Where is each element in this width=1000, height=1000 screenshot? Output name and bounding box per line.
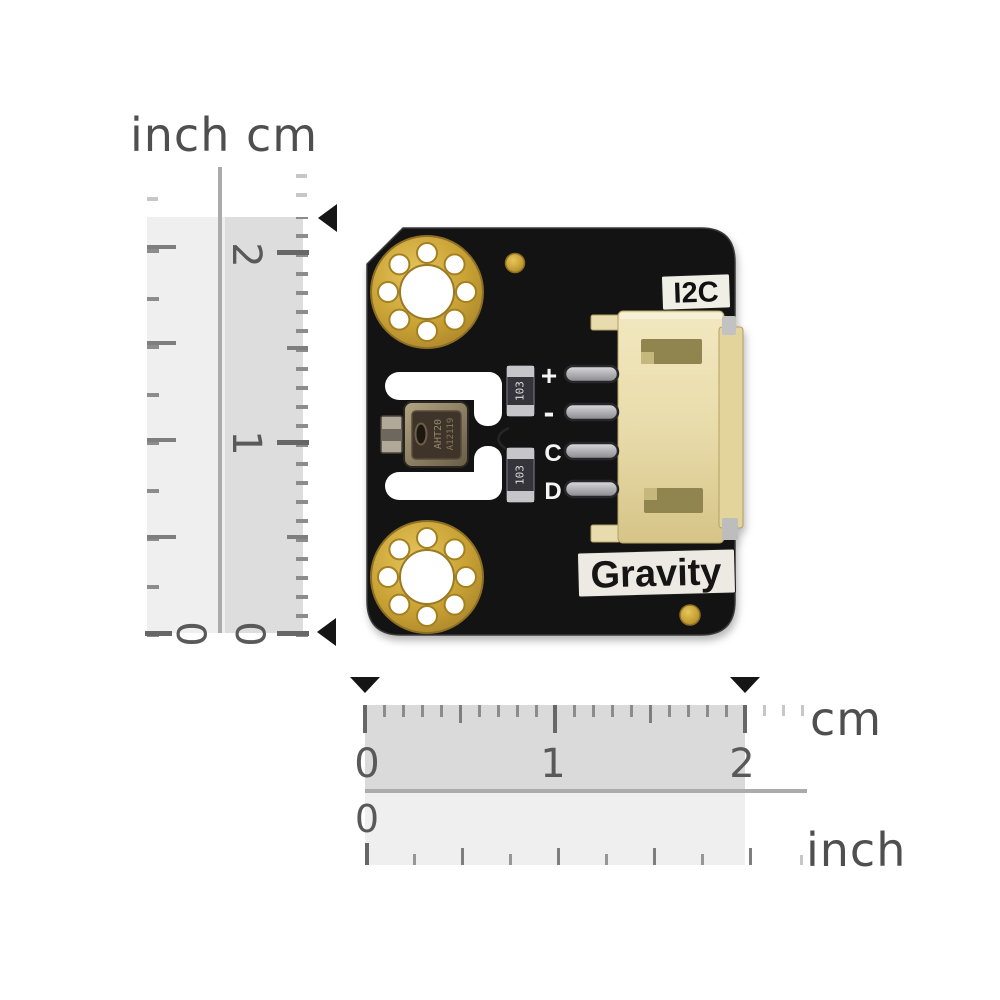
mounting-hole-bottom-left bbox=[370, 520, 484, 634]
tick bbox=[147, 245, 176, 249]
resistor-2-code: 103 bbox=[514, 465, 527, 485]
vertical-inch-mark-0: 0 bbox=[167, 621, 213, 647]
resistor-1-code: 103 bbox=[514, 381, 527, 401]
tick bbox=[277, 250, 309, 255]
horizontal-ruler-cm-unit: cm bbox=[810, 692, 883, 746]
tick bbox=[743, 705, 747, 733]
chip-marking-line1: AHT20 bbox=[433, 419, 444, 449]
tick bbox=[296, 193, 307, 197]
horizontal-cm-mark-1: 1 bbox=[540, 741, 566, 787]
vertical-ruler-inch-band bbox=[147, 217, 225, 633]
connector-slot-top bbox=[641, 339, 702, 364]
vertical-cm-mark-1: 1 bbox=[223, 430, 269, 456]
sensor-board: AHT20 A12119 103 103 bbox=[366, 227, 744, 636]
gravity-label: Gravity bbox=[577, 548, 736, 598]
pin-label-c: C bbox=[544, 440, 561, 467]
tick bbox=[277, 440, 309, 445]
capacitor bbox=[380, 415, 403, 454]
resistor-1: 103 bbox=[506, 365, 535, 417]
tick bbox=[800, 855, 803, 865]
tick bbox=[287, 535, 308, 539]
tick bbox=[277, 631, 309, 636]
board-left-marker-icon bbox=[350, 677, 380, 693]
tick bbox=[653, 848, 656, 865]
tick bbox=[749, 848, 752, 865]
horizontal-ruler-inch-unit: inch bbox=[806, 823, 907, 877]
board-right-marker-icon bbox=[730, 677, 760, 693]
sensor-chip: AHT20 A12119 bbox=[403, 401, 469, 468]
horizontal-cm-mark-0: 0 bbox=[354, 741, 380, 787]
vertical-cm-mark-2: 2 bbox=[223, 242, 269, 268]
sensor-vent-hole bbox=[414, 422, 428, 446]
svg-text:Gravity: Gravity bbox=[590, 551, 722, 596]
svg-text:I2C: I2C bbox=[673, 276, 719, 310]
vertical-ruler-cm-unit: cm bbox=[246, 108, 319, 162]
gold-dot-top bbox=[504, 252, 526, 274]
mounting-hole-top-left bbox=[370, 235, 484, 349]
chip-marking-line2: A12119 bbox=[446, 418, 456, 451]
horizontal-ruler-divider bbox=[365, 789, 807, 793]
tick bbox=[363, 705, 367, 733]
connector-pins bbox=[563, 364, 620, 499]
pin-label-plus: + bbox=[541, 360, 557, 391]
tick bbox=[459, 705, 462, 723]
pin-label-d: D bbox=[544, 478, 561, 505]
tick bbox=[147, 438, 176, 442]
thermal-cutout-slots bbox=[385, 372, 502, 500]
gold-dot-bottom bbox=[679, 604, 701, 626]
pin-labels: + - C D bbox=[541, 360, 562, 505]
board-bottom-marker-icon bbox=[317, 618, 336, 646]
pin-label-minus: - bbox=[544, 394, 555, 430]
tick bbox=[365, 843, 369, 865]
vertical-ruler-divider bbox=[218, 167, 222, 633]
horizontal-ruler-inch-band bbox=[365, 793, 745, 865]
tick bbox=[461, 848, 464, 865]
tick bbox=[145, 631, 172, 636]
tick bbox=[296, 174, 307, 178]
vertical-inch-minor-ticks bbox=[147, 222, 159, 637]
tick bbox=[557, 848, 560, 865]
vertical-ruler-inch-unit: inch bbox=[130, 108, 231, 162]
connector-slot-bottom bbox=[644, 488, 703, 513]
vertical-cm-mark-0: 0 bbox=[226, 621, 272, 647]
board-top-marker-icon bbox=[318, 204, 337, 232]
tick bbox=[553, 705, 557, 733]
vertical-cm-minor-ticks bbox=[296, 217, 308, 637]
tick bbox=[147, 197, 158, 201]
jst-connector bbox=[590, 310, 744, 544]
tick bbox=[649, 705, 652, 723]
resistor-2: 103 bbox=[506, 447, 535, 503]
tick bbox=[147, 341, 176, 345]
horizontal-cm-minor-ticks-overflow bbox=[763, 705, 806, 716]
vertical-ruler-cm-band bbox=[225, 217, 303, 633]
tick bbox=[287, 346, 308, 350]
horizontal-inch-mark-0: 0 bbox=[354, 797, 380, 841]
i2c-label: I2C bbox=[660, 273, 732, 311]
horizontal-cm-mark-2: 2 bbox=[729, 741, 755, 787]
tick bbox=[147, 535, 176, 539]
